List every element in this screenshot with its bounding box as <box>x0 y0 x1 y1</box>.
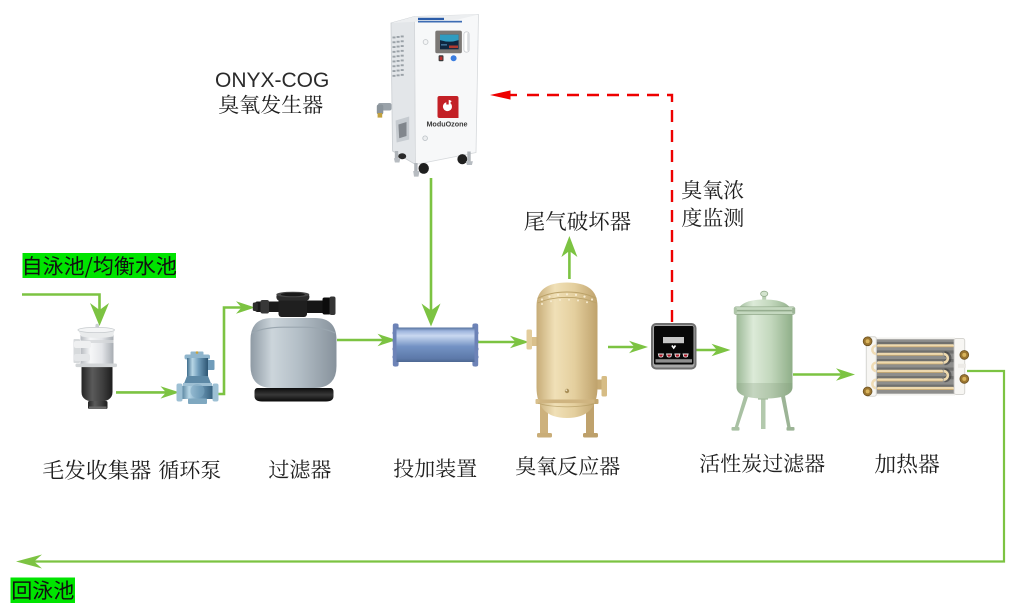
svg-text:ONYX-COG: ONYX-COG <box>215 69 329 92</box>
svg-text:ModuOzone: ModuOzone <box>426 120 467 129</box>
